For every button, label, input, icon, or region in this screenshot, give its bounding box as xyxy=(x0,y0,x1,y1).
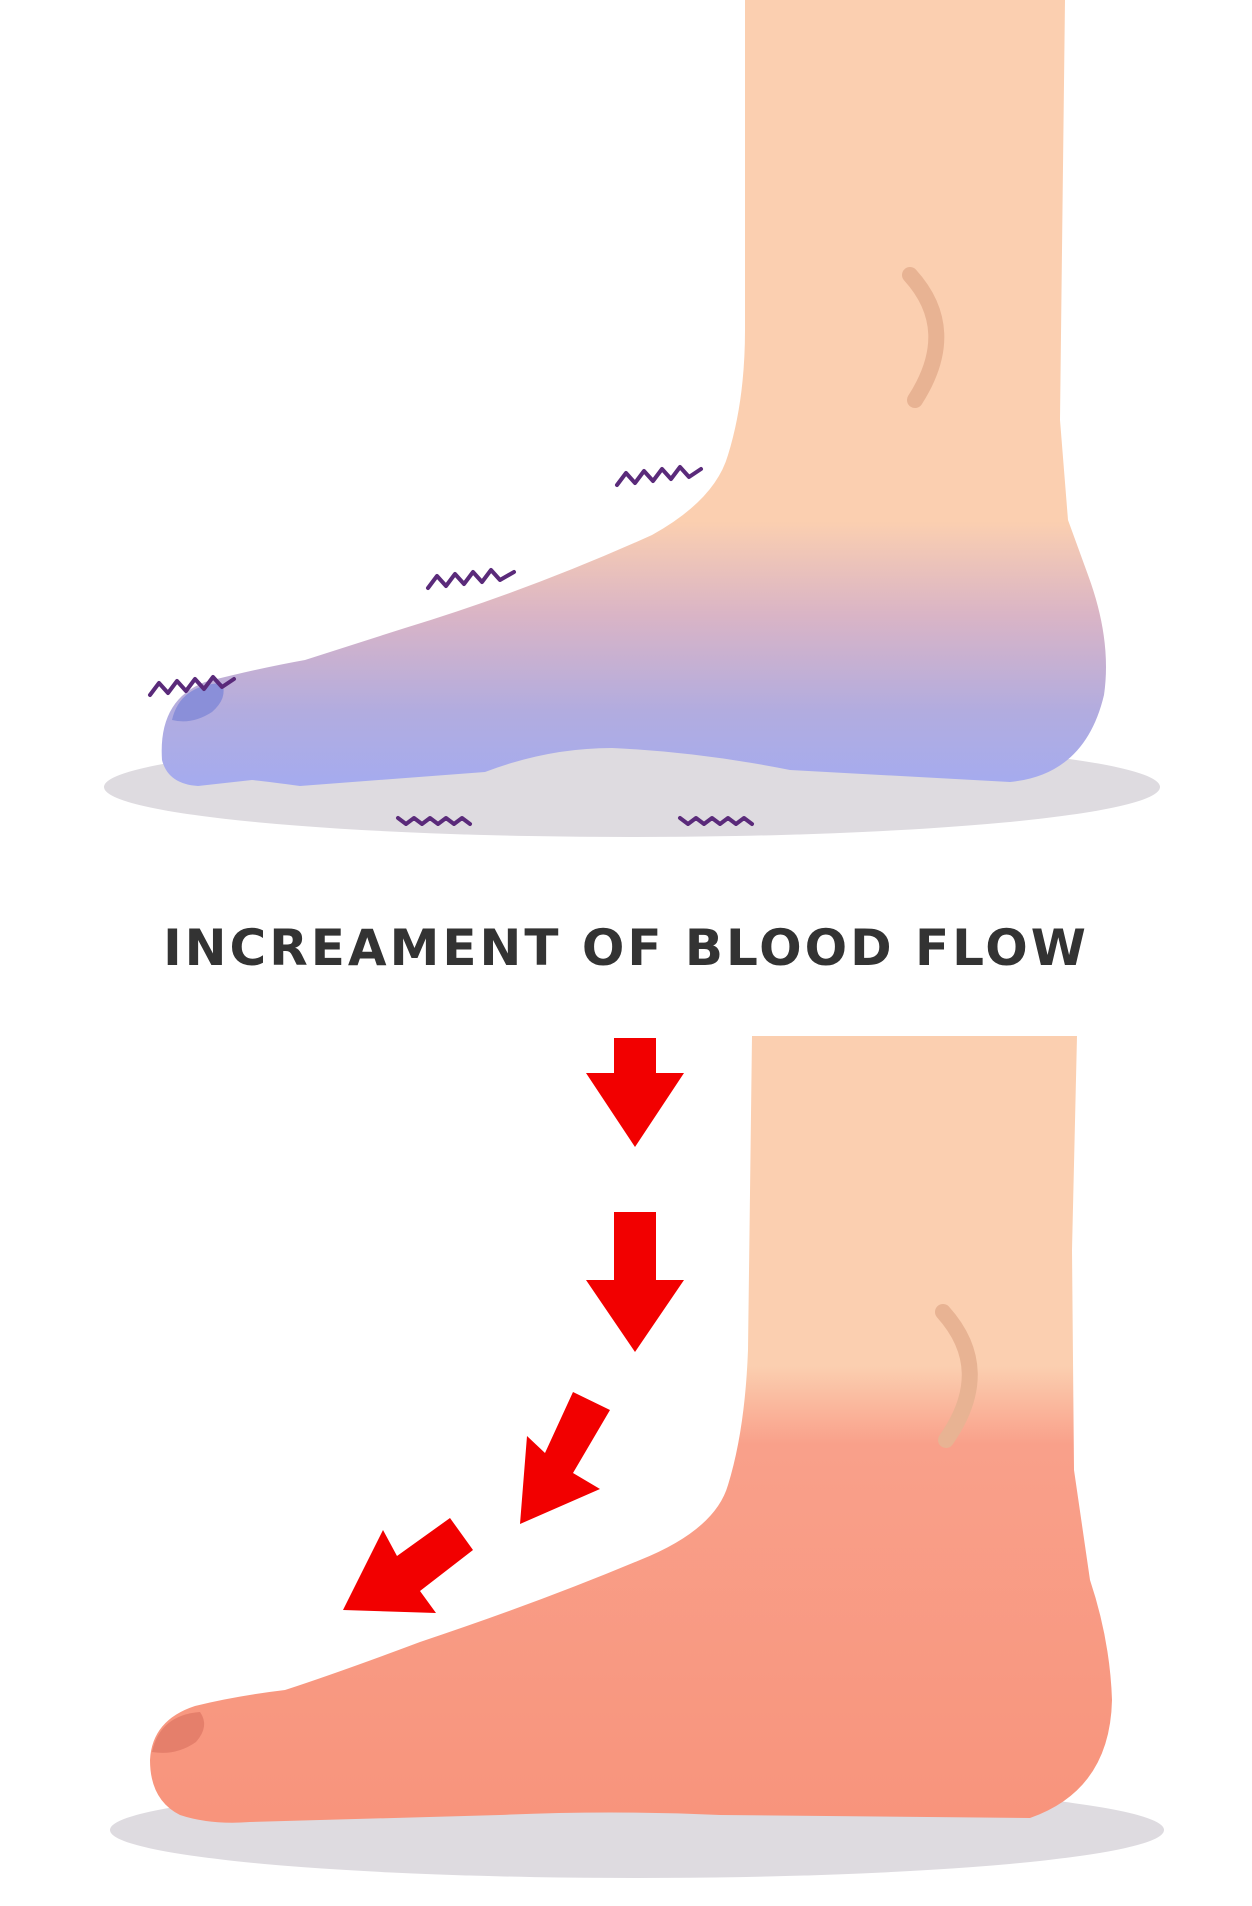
caption: INCREAMENT OF BLOOD FLOW xyxy=(163,919,1089,977)
shiver-squiggle-icon xyxy=(678,816,754,826)
shiver-squiggle-icon xyxy=(615,465,703,487)
down-arrow-icon xyxy=(343,1518,473,1613)
warm-foot-group xyxy=(110,1036,1164,1878)
foot-icon xyxy=(150,1036,1112,1823)
foot-icon xyxy=(161,0,1106,786)
toenail xyxy=(172,683,224,722)
ankle-bone-icon xyxy=(902,267,945,408)
toenail xyxy=(152,1712,205,1753)
shiver-squiggle-icon xyxy=(396,816,472,826)
cold-foot-group xyxy=(104,0,1160,837)
shiver-squiggle-icon xyxy=(148,675,236,697)
down-arrow-icon xyxy=(586,1038,684,1147)
ankle-bone-icon xyxy=(935,1304,978,1448)
down-arrow-icon xyxy=(520,1392,610,1524)
shiver-squiggle-icon xyxy=(426,568,516,590)
down-arrow-icon xyxy=(586,1212,684,1352)
